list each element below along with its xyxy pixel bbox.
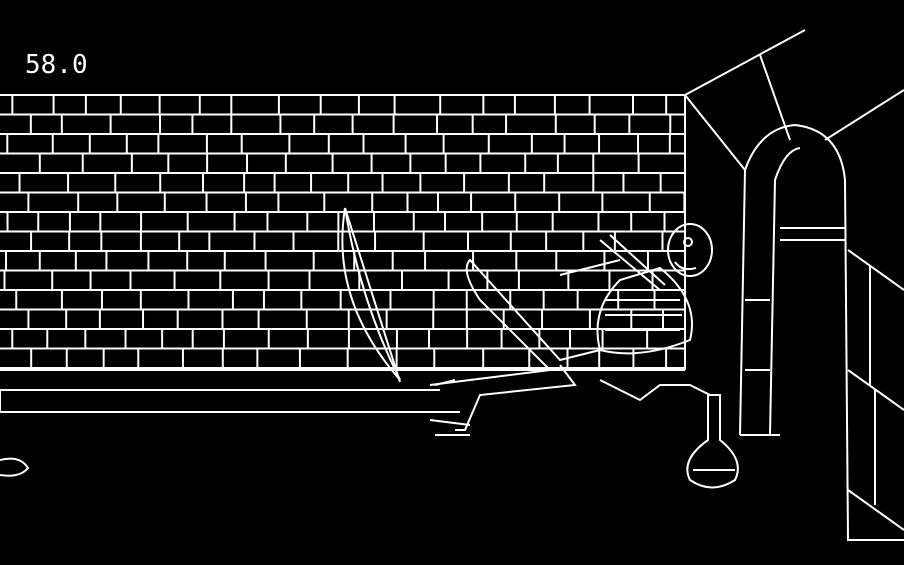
timer-readout: 58.0 [25,50,88,80]
brick-wall [0,94,686,369]
stone-archway [684,29,904,541]
bow [341,207,401,383]
potion-flask [686,394,739,489]
skeleton [429,223,713,436]
rock [0,457,30,477]
floor [0,369,685,413]
